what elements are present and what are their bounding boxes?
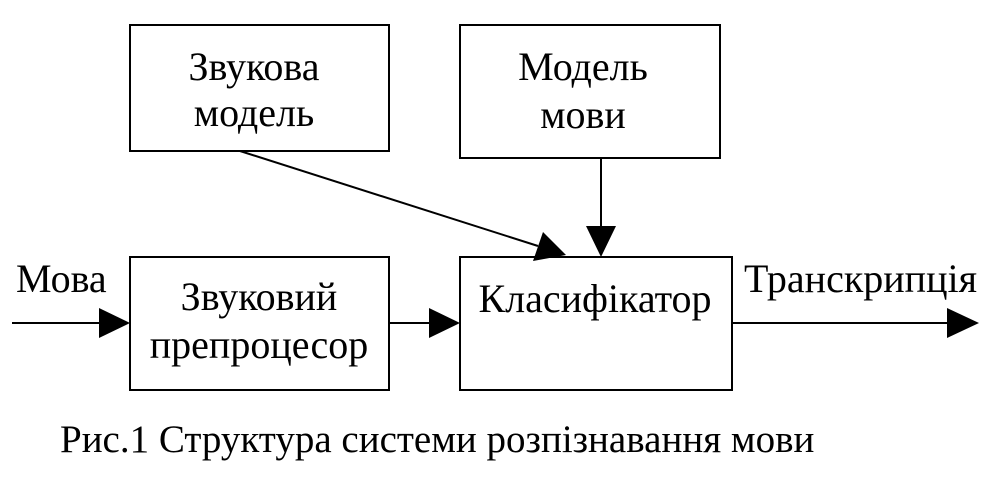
- preprocessor-to-classifier-arrowhead: [429, 308, 460, 338]
- preprocessor-line-1: Звуковий: [181, 274, 338, 319]
- classifier-label: Класифікатор: [478, 276, 711, 321]
- acoustic-to-classifier-line: [239, 150, 539, 247]
- input-arrowhead: [99, 308, 130, 338]
- acoustic-model-line-2: модель: [194, 90, 314, 135]
- preprocessor-line-2: препроцесор: [150, 322, 368, 367]
- language-model-line-2: мови: [540, 92, 626, 137]
- preprocessor-box: [129, 256, 390, 391]
- output-label: Транскрипція: [744, 256, 977, 301]
- acoustic-model-box: [129, 24, 390, 152]
- language-to-classifier-arrowhead: [586, 226, 616, 257]
- figure-caption: Рис.1 Структура системи розпізнавання мо…: [60, 418, 814, 461]
- acoustic-model-line-1: Звукова: [188, 44, 319, 89]
- acoustic-to-classifier-arrowhead: [533, 232, 566, 261]
- output-arrowhead: [947, 308, 979, 338]
- language-model-line-1: Модель: [518, 44, 648, 89]
- input-label: Мова: [16, 256, 107, 301]
- language-model-box: [459, 24, 721, 159]
- classifier-box: [459, 256, 733, 391]
